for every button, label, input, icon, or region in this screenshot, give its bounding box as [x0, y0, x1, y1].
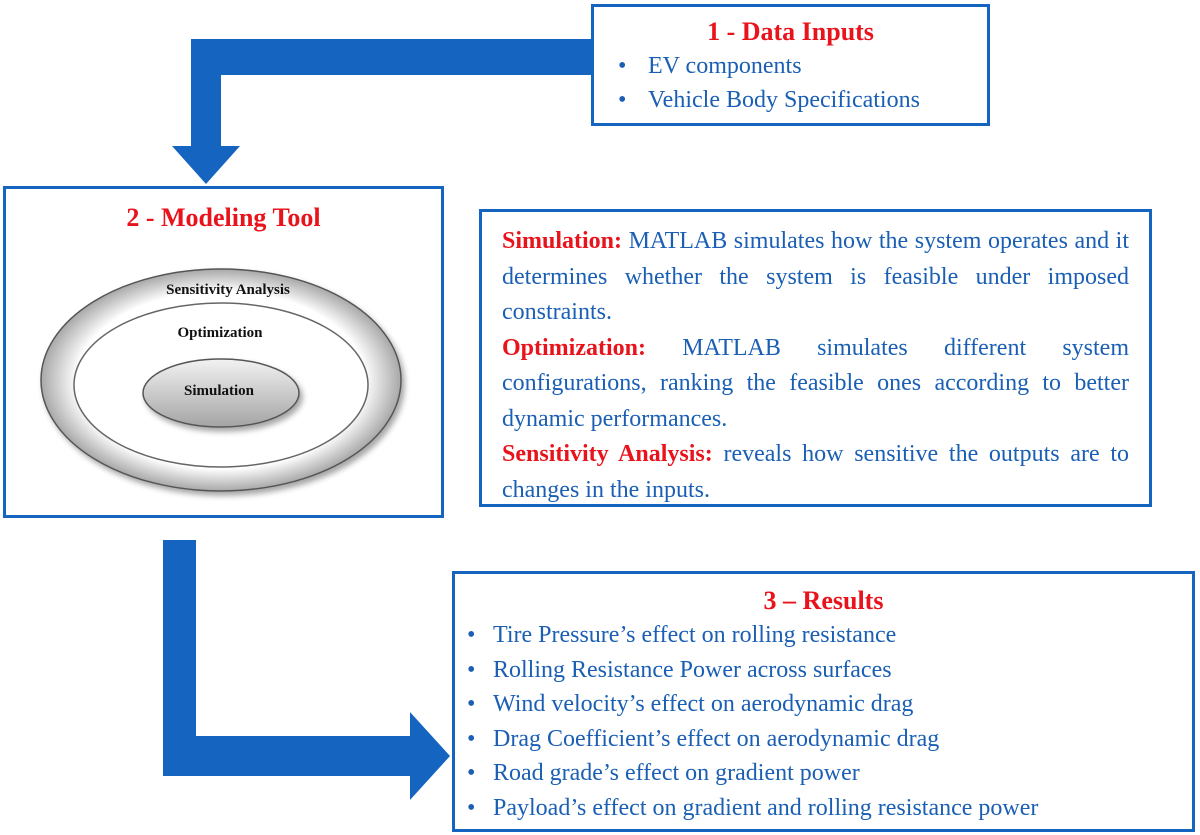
description-box: Simulation: MATLAB simulates how the sys… [479, 209, 1152, 507]
list-item: •Payload’s effect on gradient and rollin… [467, 794, 1039, 821]
modeling-tool-title: 2 - Modeling Tool [126, 203, 321, 232]
description-simulation: Simulation: MATLAB simulates how the sys… [502, 228, 1129, 325]
arrow-inputs-to-modeling [172, 39, 591, 184]
description-sensitivity: Sensitivity Analysis: reveals how sensit… [502, 441, 1129, 503]
list-item: •EV components [618, 53, 802, 79]
description-optimization: Optimization: MATLAB simulates different… [502, 334, 1129, 432]
list-item: •Road grade’s effect on gradient power [467, 760, 860, 786]
list-item: •Tire Pressure’s effect on rolling resis… [467, 622, 897, 648]
ring-label-inner: Simulation [183, 383, 255, 399]
results-list: •Tire Pressure’s effect on rolling resis… [467, 618, 1192, 825]
arrow-modeling-to-results [163, 540, 450, 800]
list-item: •Wind velocity’s effect on aerodynamic d… [467, 691, 914, 717]
list-item: •Rolling Resistance Power across surface… [467, 656, 892, 683]
data-inputs-title: 1 - Data Inputs [707, 17, 874, 46]
list-item: •Vehicle Body Specifications [618, 87, 920, 113]
results-title: 3 – Results [763, 586, 884, 615]
list-item: •Drag Coefficient’s effect on aerodynami… [467, 725, 940, 752]
nested-ellipses-diagram [40, 268, 402, 492]
data-inputs-box: 1 - Data Inputs •EV components •Vehicle … [591, 4, 990, 126]
data-inputs-list: •EV components •Vehicle Body Specificati… [618, 49, 987, 117]
results-box: 3 – Results •Tire Pressure’s effect on r… [452, 571, 1195, 832]
ring-inner [142, 358, 300, 428]
ring-label-middle: Optimization [177, 325, 263, 341]
modeling-tool-box: 2 - Modeling Tool Sensitivity Analysis O… [3, 186, 444, 518]
ring-label-outer: Sensitivity Analysis [166, 282, 290, 298]
